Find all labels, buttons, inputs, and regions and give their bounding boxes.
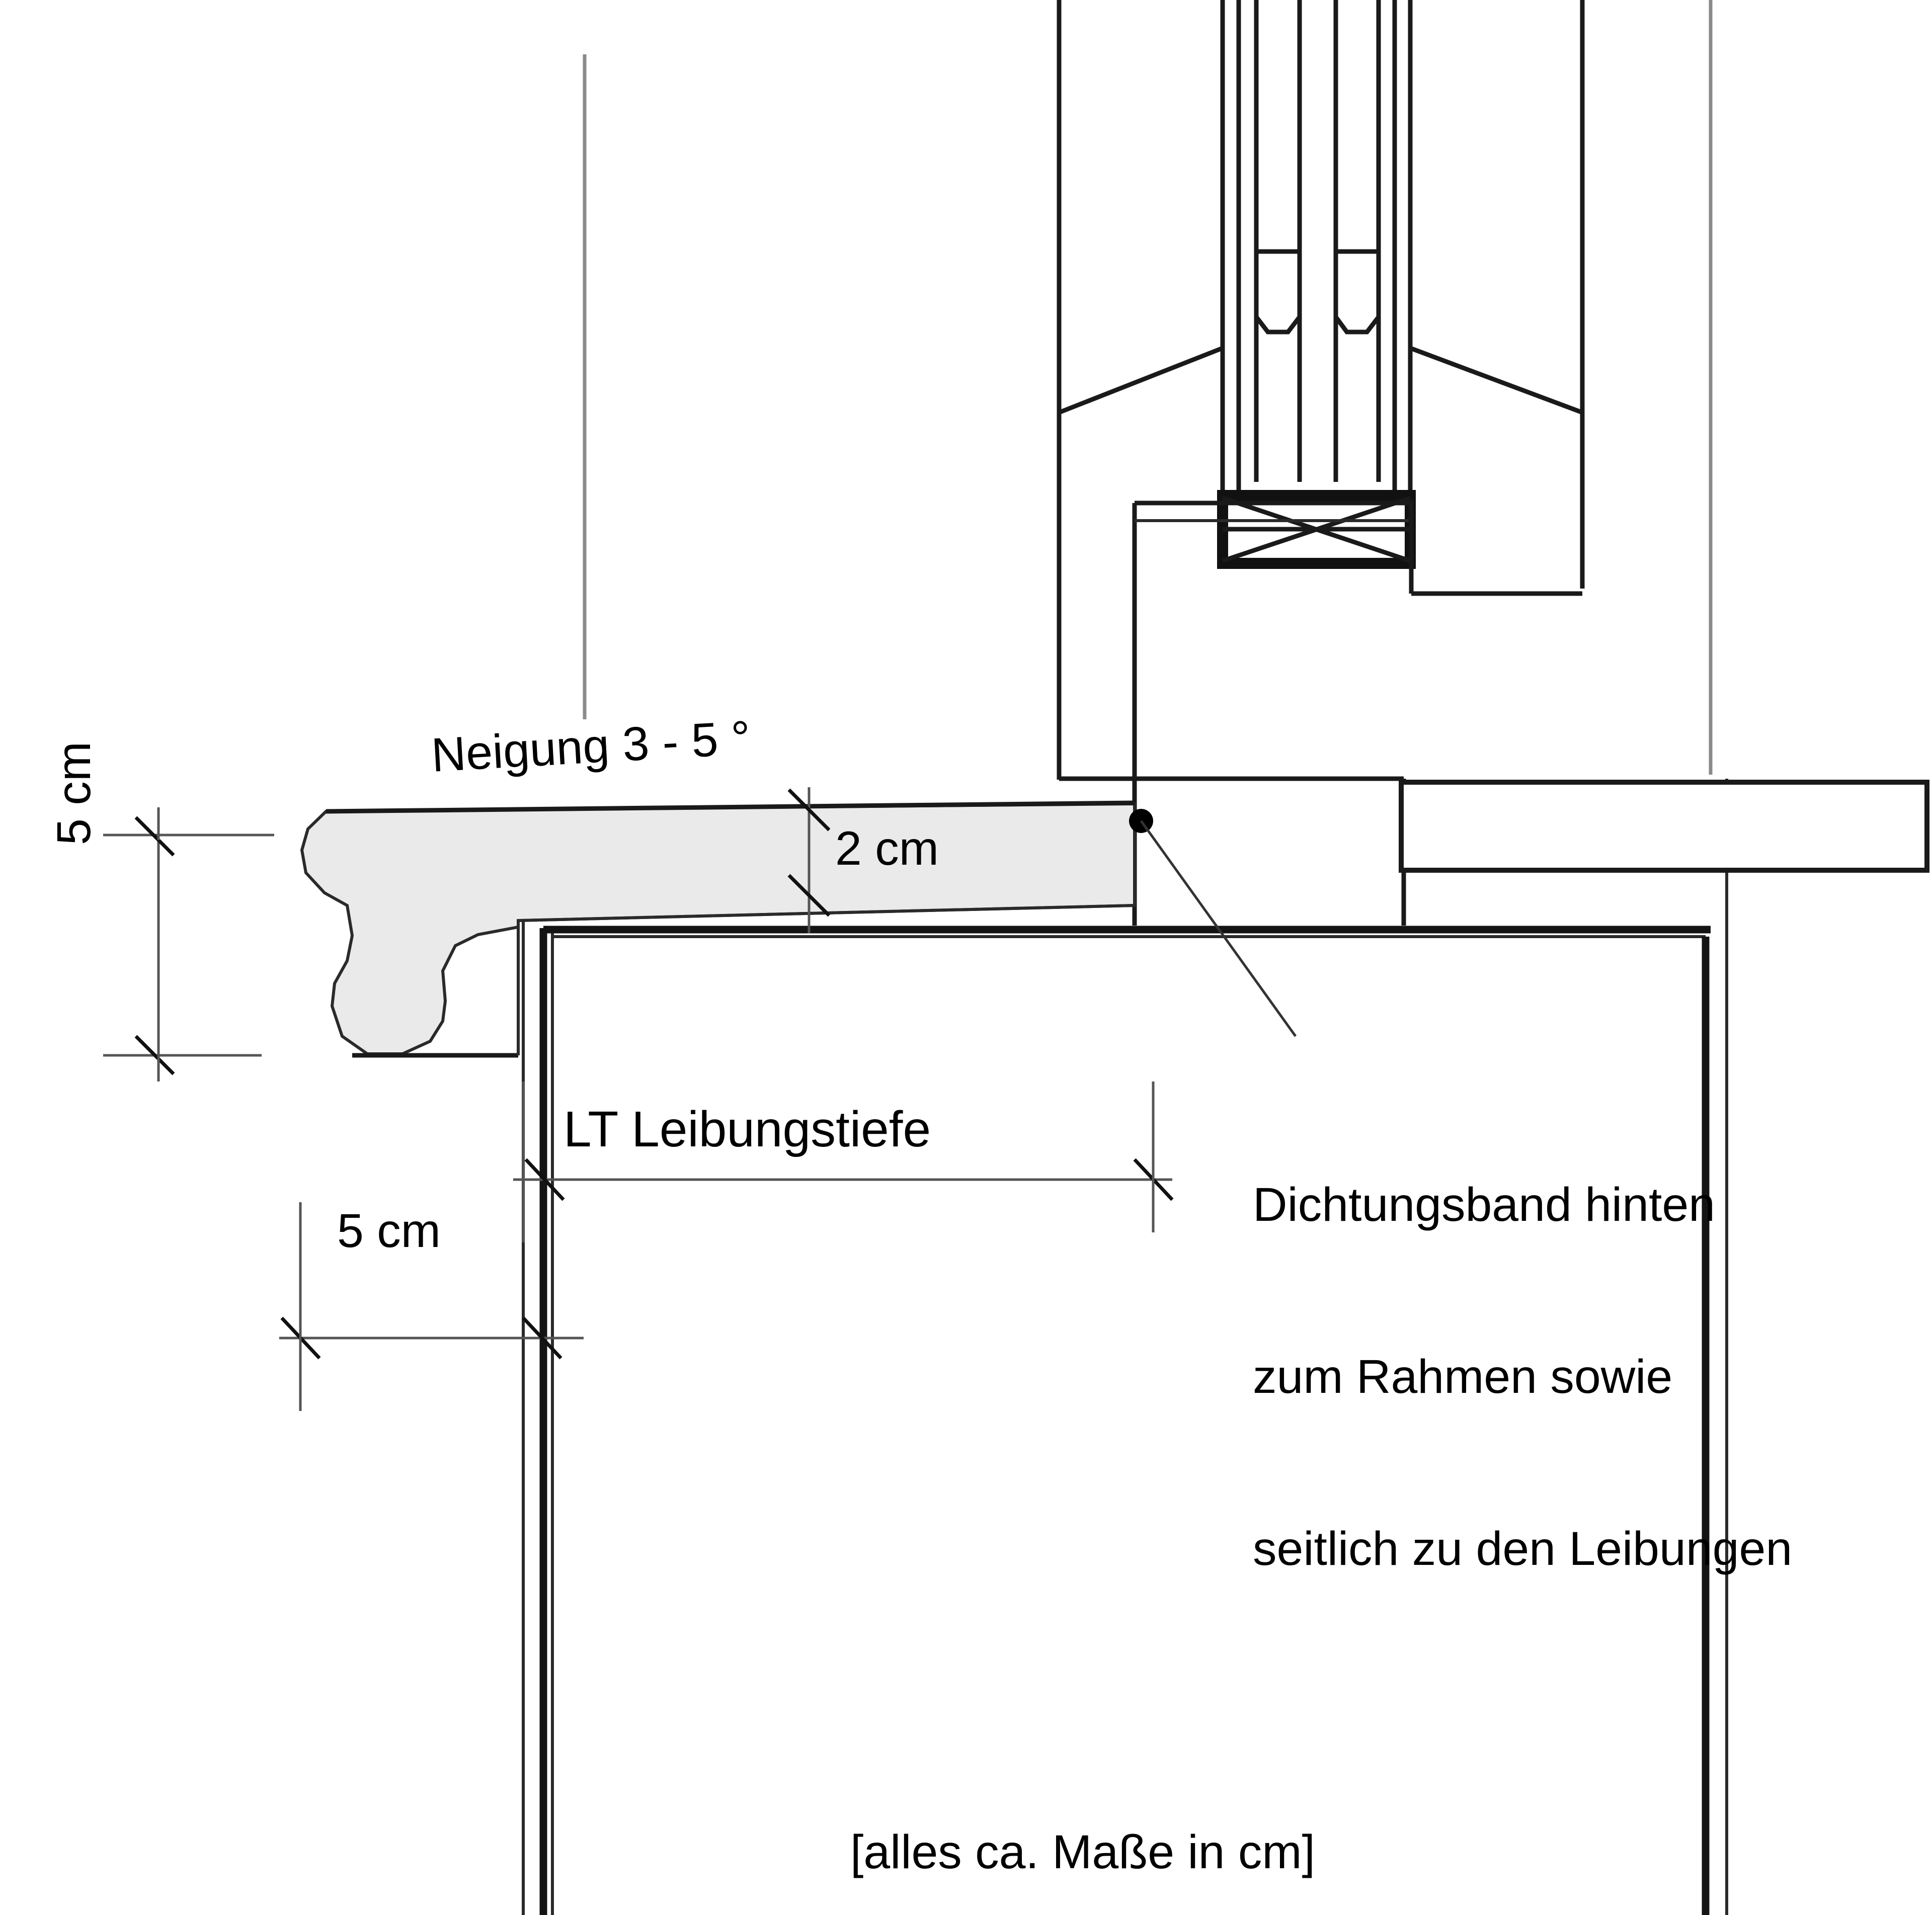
guide-lines [583, 0, 1713, 775]
overhang-horizontal-label: 5 cm [337, 1204, 441, 1258]
dim-2cm [787, 787, 831, 933]
sealing-tape-label: Dichtungsband hinten zum Rahmen sowie se… [1253, 1061, 1792, 1692]
dim-5cm-horizontal [279, 1202, 584, 1411]
glazing-unit [1217, 0, 1416, 569]
wall-reveal [522, 779, 1728, 1915]
sill-thickness-label: 2 cm [835, 822, 939, 875]
sealing-tape-line-2: zum Rahmen sowie [1253, 1350, 1673, 1403]
window-frame [1057, 0, 1585, 785]
drawing-caption: [alles ca. Maße in cm] [850, 1825, 1315, 1879]
overhang-vertical-label: 5 cm [47, 741, 101, 845]
reveal-depth-label: LT Leibungstiefe [564, 1101, 931, 1157]
sealing-tape-line-3: seitlich zu den Leibungen [1253, 1522, 1793, 1575]
dim-lt-leibungstiefe [513, 1081, 1174, 1242]
inner-sill-board [1399, 780, 1929, 873]
dim-5cm-vertical [103, 807, 274, 1081]
sealing-tape-line-1: Dichtungsband hinten [1253, 1178, 1716, 1231]
sealing-tape-marker [1129, 809, 1297, 1037]
frame-base-block [1132, 776, 1406, 926]
